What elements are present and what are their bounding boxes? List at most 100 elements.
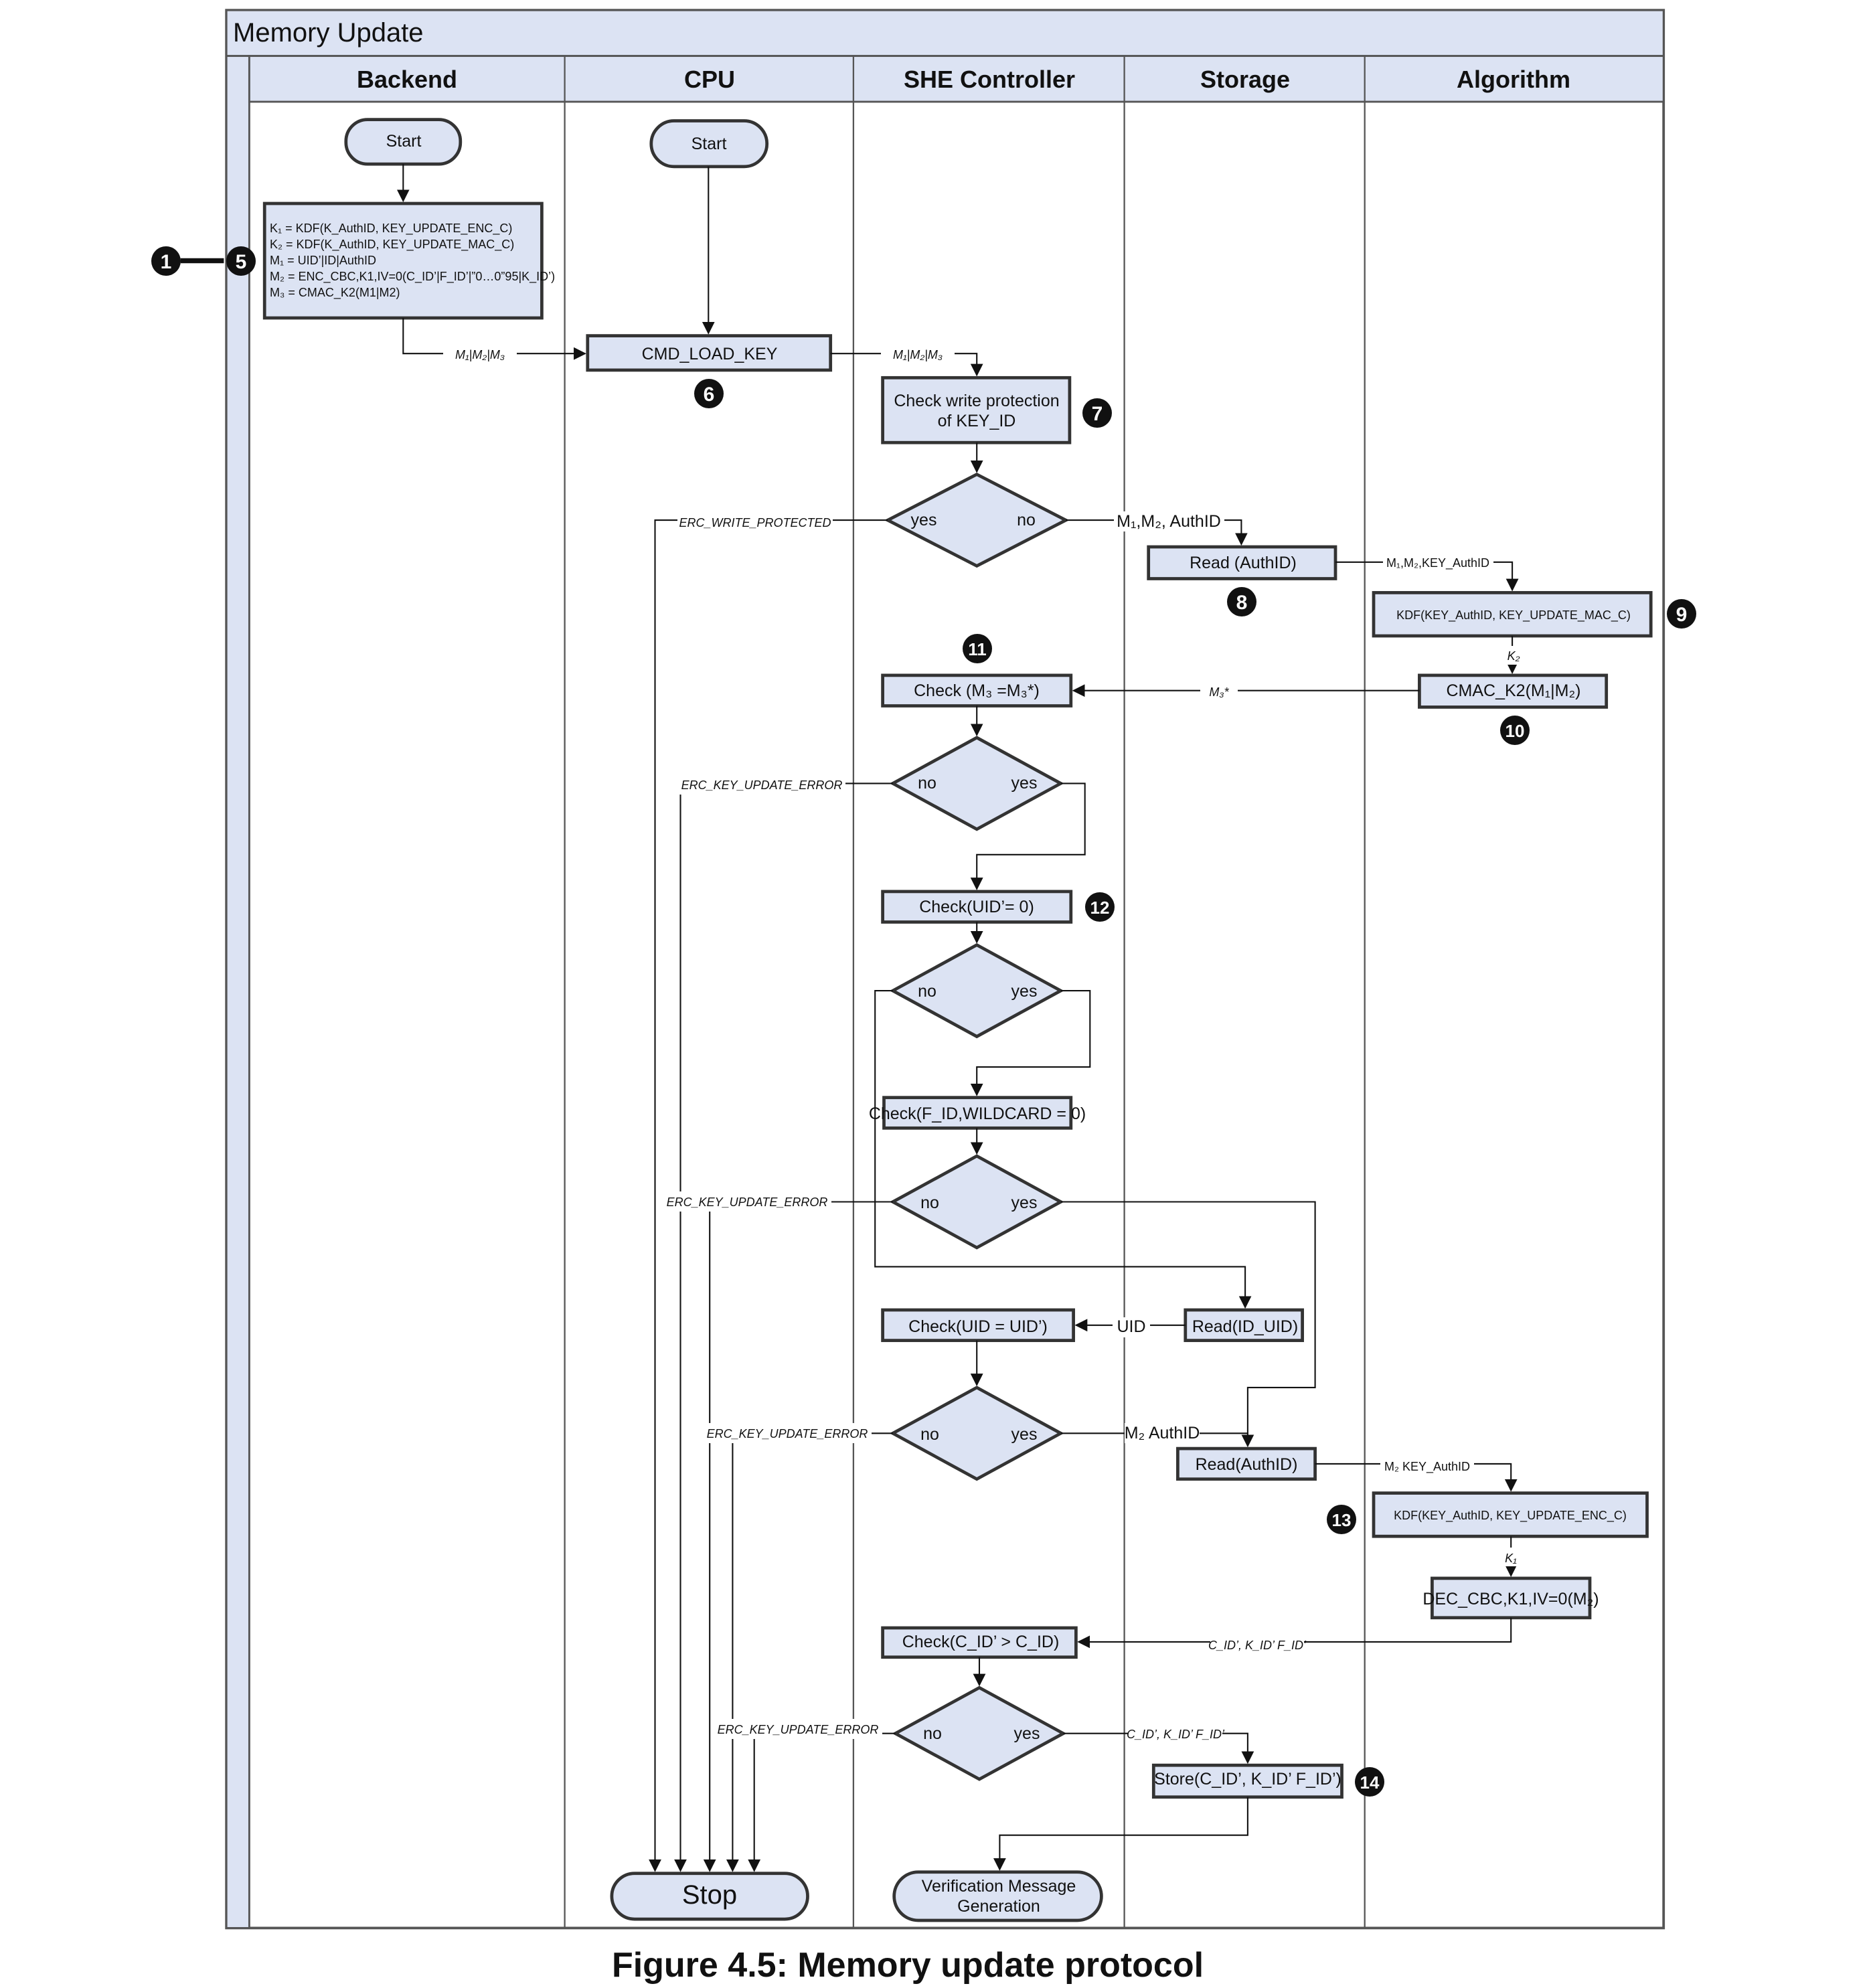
edge-label-k2: K₂ bbox=[1508, 649, 1520, 663]
check-write-protection-label-1: Check write protection bbox=[894, 392, 1059, 410]
decision-1-yes: yes bbox=[911, 511, 937, 529]
kdf-mac-label: KDF(KEY_AuthID, KEY_UPDATE_MAC_C) bbox=[1396, 608, 1631, 623]
edge-label-erc-key-update-error-3: ERC_KEY_UPDATE_ERROR bbox=[707, 1427, 868, 1440]
edge-dec6-no-to-stop bbox=[748, 1732, 896, 1872]
edge-dec6-yes-to-store bbox=[1063, 1732, 1254, 1764]
backend-calculation-box bbox=[262, 201, 544, 320]
svg-text:12: 12 bbox=[1090, 898, 1110, 918]
diagram-title: Memory Update bbox=[233, 18, 424, 48]
edge-label-uid: UID bbox=[1117, 1317, 1145, 1336]
m3-decision bbox=[889, 736, 1064, 831]
svg-text:10: 10 bbox=[1505, 721, 1525, 741]
kdf-mac-box bbox=[1372, 591, 1653, 638]
read-iduid-label: Read(ID_UID) bbox=[1192, 1317, 1298, 1336]
edge-dec3-no-to-readiduid bbox=[874, 990, 1252, 1309]
decision-6-no: no bbox=[923, 1724, 942, 1743]
step-marker-10: 10 bbox=[1500, 716, 1530, 745]
wildcard-decision bbox=[889, 1154, 1064, 1250]
decision-2-no: no bbox=[918, 774, 936, 793]
pool-side-bar bbox=[225, 55, 250, 1929]
dec-label: DEC_CBC,K1,IV=0(M₂) bbox=[1422, 1590, 1599, 1608]
edge-dec2-no-to-stop bbox=[674, 782, 893, 1872]
kdf-enc-box bbox=[1372, 1491, 1649, 1538]
svg-text:5: 5 bbox=[236, 251, 247, 273]
lane-backend-header: Backend bbox=[357, 66, 457, 93]
step-marker-14: 14 bbox=[1355, 1767, 1384, 1797]
edge-label-m1m2key: M₁,M₂,KEY_AuthID bbox=[1386, 556, 1489, 570]
edge-label-erc-write-protected: ERC_WRITE_PROTECTED bbox=[679, 516, 831, 529]
write-protection-decision bbox=[884, 473, 1070, 568]
edge-label-m1m2m3-b: M₁|M₂|M₃ bbox=[893, 348, 943, 361]
lane-she-controller-header: SHE Controller bbox=[904, 66, 1075, 93]
svg-text:7: 7 bbox=[1092, 403, 1103, 425]
decision-4-yes: yes bbox=[1011, 1193, 1038, 1212]
decision-3-yes: yes bbox=[1011, 982, 1038, 1001]
edge-label-cid-kid-fid-b: C_ID’, K_ID’ F_ID’ bbox=[1127, 1728, 1225, 1741]
edge-label-m3star: M₃* bbox=[1209, 685, 1229, 699]
cmd-load-key-box bbox=[586, 334, 833, 372]
start-backend-label: Start bbox=[386, 132, 422, 151]
check-write-protection-label-2: of KEY_ID bbox=[938, 412, 1016, 430]
check-uid-equal-label: Check(UID = UID’) bbox=[908, 1317, 1048, 1336]
stop-label: Stop bbox=[682, 1880, 737, 1910]
pool-title-bar bbox=[225, 9, 1665, 58]
backend-calc-line-5: M₃ = CMAC_K2(M1|M2) bbox=[270, 286, 400, 300]
edge-dec5-no-to-stop bbox=[726, 1432, 893, 1872]
check-uid-zero-label: Check(UID’= 0) bbox=[919, 898, 1034, 916]
step-marker-7: 7 bbox=[1082, 398, 1112, 428]
edge-label-m2authid: M₂ AuthID bbox=[1125, 1424, 1200, 1442]
step-marker-12: 12 bbox=[1085, 892, 1115, 922]
uid-equal-decision bbox=[889, 1386, 1064, 1481]
swimlane-pool bbox=[225, 9, 1665, 1930]
lane-header-bar bbox=[248, 55, 1665, 103]
svg-text:13: 13 bbox=[1332, 1510, 1352, 1530]
check-cid-label: Check(C_ID’ > C_ID) bbox=[902, 1633, 1060, 1651]
check-m3-label: Check (M₃ =M₃*) bbox=[914, 681, 1040, 700]
decision-6-yes: yes bbox=[1014, 1724, 1040, 1743]
backend-calc-line-3: M₁ = UID’|ID|AuthID bbox=[270, 254, 376, 267]
svg-text:1: 1 bbox=[161, 251, 172, 273]
stop-node bbox=[610, 1872, 809, 1921]
edge-dec3-yes bbox=[970, 990, 1091, 1096]
check-wildcard-label: Check(F_ID,WILDCARD = 0) bbox=[869, 1104, 1086, 1123]
backend-calc-line-1: K₁ = KDF(K_AuthID, KEY_UPDATE_ENC_C) bbox=[270, 222, 512, 236]
start-cpu-label: Start bbox=[691, 135, 727, 153]
edge-label-erc-key-update-error-4: ERC_KEY_UPDATE_ERROR bbox=[718, 1723, 879, 1736]
edge-label-m1m2m3-a: M₁|M₂|M₃ bbox=[455, 348, 505, 361]
edge-label-erc-key-update-error-2: ERC_KEY_UPDATE_ERROR bbox=[667, 1195, 828, 1209]
edge-label-m1m2authid: M₁,M₂, AuthID bbox=[1117, 512, 1221, 531]
verification-label-1: Verification Message bbox=[922, 1877, 1076, 1896]
kdf-enc-label: KDF(KEY_AuthID, KEY_UPDATE_ENC_C) bbox=[1394, 1509, 1627, 1523]
step-marker-13: 13 bbox=[1327, 1505, 1356, 1534]
verification-label-2: Generation bbox=[957, 1897, 1040, 1916]
uid-zero-decision bbox=[889, 942, 1064, 1039]
backend-calc-line-4: M₂ = ENC_CBC,K1,IV=0(C_ID’|F_ID’|”0…0”95… bbox=[270, 270, 555, 284]
lane-storage-header: Storage bbox=[1200, 66, 1290, 93]
edge-calc-to-cmd bbox=[402, 318, 586, 360]
step-marker-8: 8 bbox=[1227, 587, 1256, 616]
step-marker-9: 9 bbox=[1667, 599, 1696, 629]
check-write-protection-box bbox=[881, 376, 1072, 444]
figure-caption: Figure 4.5: Memory update protocol bbox=[612, 1946, 1204, 1985]
decision-3-no: no bbox=[918, 982, 936, 1001]
cid-decision bbox=[892, 1685, 1067, 1781]
edge-dec2-yes bbox=[970, 782, 1086, 890]
edge-label-cid-kid-fid-a: C_ID’, K_ID’ F_ID’ bbox=[1208, 1639, 1307, 1652]
decision-4-no: no bbox=[920, 1193, 939, 1212]
backend-calc-line-2: K₂ = KDF(K_AuthID, KEY_UPDATE_MAC_C) bbox=[270, 238, 514, 252]
edge-dec4-yes-to-read2 bbox=[1060, 1201, 1316, 1448]
lane-algorithm-header: Algorithm bbox=[1457, 66, 1570, 93]
step-marker-6: 6 bbox=[694, 379, 724, 408]
svg-text:9: 9 bbox=[1676, 604, 1688, 626]
svg-text:6: 6 bbox=[704, 384, 715, 406]
cmd-load-key-label: CMD_LOAD_KEY bbox=[642, 345, 778, 363]
verification-node bbox=[892, 1870, 1103, 1922]
edge-label-m2key: M₂ KEY_AuthID bbox=[1384, 1460, 1470, 1474]
check-m3-box bbox=[881, 673, 1073, 708]
svg-text:14: 14 bbox=[1360, 1772, 1380, 1793]
decision-1-no: no bbox=[1017, 511, 1036, 529]
decision-5-no: no bbox=[920, 1425, 939, 1444]
decision-5-yes: yes bbox=[1011, 1425, 1038, 1444]
step-marker-5: 5 bbox=[226, 246, 256, 276]
svg-text:8: 8 bbox=[1236, 592, 1248, 614]
